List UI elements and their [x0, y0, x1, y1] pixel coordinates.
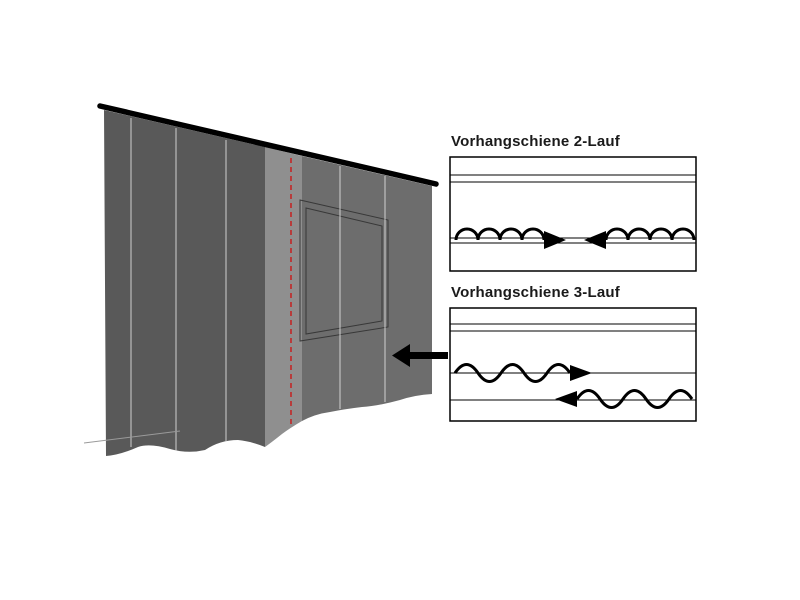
- right-arrowhead-icon: [544, 231, 566, 249]
- rail-3-track-diagram: [449, 307, 697, 422]
- left-arrowhead-icon: [555, 391, 577, 407]
- window-frame-inner: [305, 207, 383, 335]
- window-frame-outer: [299, 199, 389, 342]
- rail-profile-lines: [450, 174, 696, 244]
- curtain-wave-bottom: [575, 389, 694, 409]
- rail-profile-lines: [450, 323, 696, 401]
- window-frame: [299, 199, 389, 342]
- curtain-overlap-band: [265, 147, 302, 447]
- curtain-panel-right: [302, 156, 432, 421]
- right-arrowhead-icon: [570, 365, 592, 381]
- left-arrowhead-icon: [584, 231, 606, 249]
- curtain-wave-right: [604, 227, 696, 241]
- rail-2-track-title: Vorhangschiene 2-Lauf: [451, 133, 620, 150]
- rail-2-track-box: [449, 156, 697, 272]
- curtain-illustration: [83, 103, 439, 456]
- curtain-wave-left: [454, 227, 546, 241]
- curtain-panel-left: [104, 110, 265, 456]
- curtain-rail: [97, 103, 439, 187]
- curtain-wave-top: [453, 363, 572, 383]
- rail-3-track-title: Vorhangschiene 3-Lauf: [451, 284, 620, 301]
- rail-2-track-diagram: [449, 156, 697, 272]
- left-arrow-icon: [392, 344, 448, 367]
- curtain-fold-lines: [130, 118, 386, 451]
- floor-line: [83, 430, 181, 444]
